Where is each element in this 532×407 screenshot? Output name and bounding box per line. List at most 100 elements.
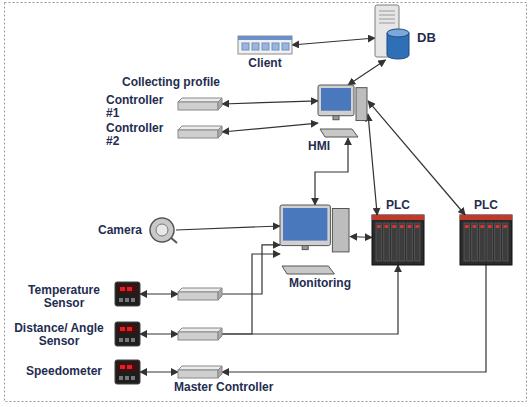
node-label: Controller #2	[106, 122, 172, 148]
plc-rack-icon	[460, 215, 512, 265]
node-label: PLC	[460, 199, 512, 212]
keyboard	[282, 266, 334, 274]
sensor-button	[119, 338, 123, 342]
plc-module	[414, 223, 420, 261]
plc-led	[400, 225, 404, 228]
box-side	[218, 366, 222, 378]
monitor-screen	[283, 208, 327, 241]
window-tile	[242, 43, 249, 50]
monitor-frame	[318, 85, 354, 116]
connector-arrow	[140, 371, 178, 372]
plc-led	[503, 225, 507, 228]
box-side	[218, 328, 222, 340]
controller-box-icon	[178, 126, 222, 138]
plc-led	[385, 225, 389, 228]
window-tile	[282, 43, 289, 50]
sensor-device: Distance/ Angle Sensor	[115, 322, 140, 346]
frame-border	[5, 3, 527, 402]
connector-arrow	[222, 254, 280, 334]
window-frame	[238, 36, 292, 54]
sensor-body	[115, 282, 140, 306]
node-label: Temperature Sensor	[19, 284, 109, 310]
sensor-digit	[127, 287, 132, 291]
node-label: DB	[417, 31, 451, 44]
window-tile	[262, 43, 269, 50]
connector-arrow	[222, 123, 318, 132]
connector-arrow	[176, 226, 280, 230]
sensor-digit	[127, 327, 132, 331]
controller-box: Controller #1	[178, 98, 222, 110]
controller-box: Controller #2	[178, 126, 222, 138]
plc-body	[460, 215, 512, 265]
group-label: Collecting profile	[122, 76, 220, 89]
plc-module	[502, 223, 508, 261]
window-title-bar	[238, 36, 292, 40]
database-cylinder-top	[387, 29, 409, 37]
sensor-device-icon	[115, 360, 140, 384]
plc-led	[473, 225, 477, 228]
pc-tower	[332, 209, 349, 252]
node-label: PLC	[372, 199, 424, 212]
controller-box-icon	[178, 98, 222, 110]
drive-bay	[379, 11, 395, 12]
camera-lens	[156, 224, 168, 236]
sensor-digit	[120, 287, 125, 291]
node-label: Master Controller	[174, 381, 290, 394]
client-window: Client	[238, 36, 292, 54]
plc-module	[407, 223, 413, 261]
plc-module	[487, 223, 493, 261]
plc-rack: PLC	[460, 215, 512, 265]
connector-arrow	[222, 101, 318, 104]
node-label: Speedometer	[19, 365, 109, 378]
box-side	[218, 288, 222, 300]
plc-led	[488, 225, 492, 228]
plc-module	[495, 223, 501, 261]
monitor-screen	[321, 88, 351, 111]
node-label: Monitoring	[280, 277, 360, 290]
plc-rack-icon	[372, 215, 424, 265]
master-controller-box	[178, 328, 222, 340]
window-tile	[272, 43, 279, 50]
monitor-frame	[280, 205, 330, 246]
sensor-body	[115, 322, 140, 346]
connector-arrow	[348, 60, 386, 85]
node-label: Client	[238, 57, 292, 70]
connector-arrow	[222, 265, 486, 372]
sensor-digit	[127, 365, 132, 369]
database-server: DB	[375, 5, 410, 60]
connector-arrow	[222, 265, 398, 334]
sensor-device: Speedometer	[115, 360, 140, 384]
plc-led	[392, 225, 396, 228]
plc-strip	[372, 215, 424, 220]
window-tile	[252, 43, 259, 50]
box-front	[178, 130, 218, 138]
master-controller-box: Master Controller	[178, 366, 222, 378]
box-top	[178, 98, 222, 102]
drive-bay	[379, 15, 395, 16]
sensor-body	[115, 360, 140, 384]
box-top	[178, 366, 222, 370]
node-label: Camera	[90, 224, 142, 237]
camera-icon: Camera	[148, 216, 176, 244]
sensor-button	[125, 338, 129, 342]
sensor-button	[131, 338, 135, 342]
hmi-computer-icon	[318, 85, 368, 138]
monitoring-computer: Monitoring	[280, 205, 350, 275]
plc-led	[480, 225, 484, 228]
plc-led	[377, 225, 381, 228]
box-top	[178, 126, 222, 130]
keyboard	[320, 129, 358, 137]
plc-module	[472, 223, 478, 261]
sensor-display	[118, 285, 137, 293]
plc-led	[415, 225, 419, 228]
plc-rack: PLC	[372, 215, 424, 265]
sensor-display	[118, 363, 137, 371]
master-controller-box-icon	[178, 328, 222, 340]
plc-module	[464, 223, 470, 261]
box-side	[218, 98, 222, 110]
drive-bay	[379, 23, 395, 24]
connector-arrow	[350, 237, 372, 238]
client-window-icon	[238, 36, 292, 54]
plc-led	[496, 225, 500, 228]
